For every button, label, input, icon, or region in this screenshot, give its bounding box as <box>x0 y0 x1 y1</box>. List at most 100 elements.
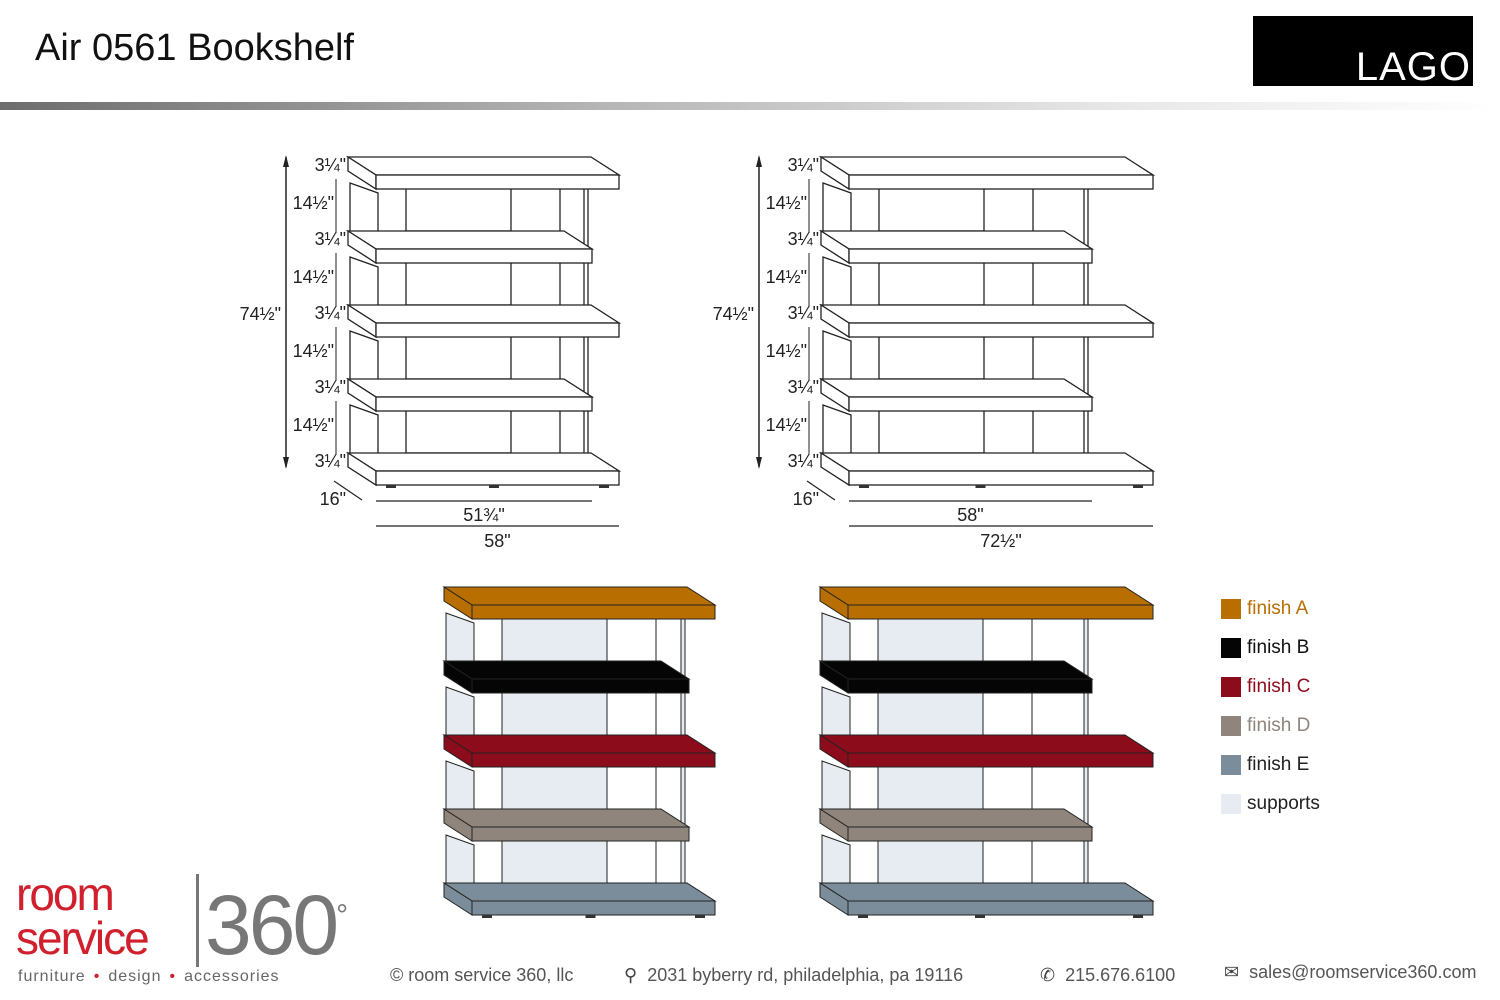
address-text: 2031 byberry rd, philadelphia, pa 19116 <box>647 965 964 985</box>
shelf-top <box>345 378 595 398</box>
legend-item: finish B <box>1221 628 1320 667</box>
legend-swatch <box>1221 676 1241 697</box>
right-support <box>1083 332 1089 398</box>
phone-text: 215.676.6100 <box>1065 965 1176 985</box>
dimension-label: 14½" <box>766 267 807 287</box>
right-support <box>583 184 589 250</box>
shelf-front <box>848 248 1093 264</box>
dimension-label: 3¼" <box>315 451 346 471</box>
shelf-front <box>375 396 593 412</box>
shelf-top <box>442 734 717 754</box>
dimension-label: 3¼" <box>315 155 346 175</box>
legend-label: finish B <box>1247 636 1310 658</box>
dimension-label: 14½" <box>293 267 334 287</box>
right-support <box>1083 614 1089 680</box>
address: ⚲2031 byberry rd, philadelphia, pa 19116 <box>624 965 963 986</box>
dimension-label: 74½" <box>240 304 281 324</box>
dimension-label: 16" <box>793 489 819 509</box>
shelf-foot <box>482 915 492 918</box>
shelf-top <box>345 230 595 250</box>
tagline-accessories: accessories <box>184 968 280 985</box>
phone-icon: ✆ <box>1040 965 1056 985</box>
shelf-top <box>345 452 622 472</box>
lago-logo-text: LAGO <box>1355 45 1471 89</box>
page-title: Air 0561 Bookshelf <box>35 27 354 69</box>
right-support <box>680 762 686 828</box>
logo-room: room <box>16 868 115 920</box>
tagline-furniture: furniture <box>18 968 86 985</box>
legend-swatch <box>1221 793 1241 814</box>
shelf-top <box>345 304 622 324</box>
shelf-top <box>818 156 1156 176</box>
dimension-label: 74½" <box>713 304 754 324</box>
shelf-front <box>471 900 716 916</box>
logo-360: 360° <box>196 874 348 967</box>
shelf-foot <box>489 485 499 488</box>
email-link[interactable]: sales@roomservice360.com <box>1249 962 1477 982</box>
arrow-head <box>756 155 762 167</box>
depth-dimension-line <box>333 480 363 501</box>
logo-service: service <box>16 912 150 964</box>
shelf-foot <box>975 915 985 918</box>
tagline: furniture•design•accessories <box>18 968 280 985</box>
shelf-top <box>442 586 717 606</box>
dimension-label: 14½" <box>766 415 807 435</box>
right-support <box>583 332 589 398</box>
shelf-top <box>818 808 1094 828</box>
legend-label: finish D <box>1247 714 1311 736</box>
dimension-label: 51¾" <box>463 505 504 525</box>
legend-item: supports <box>1221 784 1320 823</box>
shelf-front <box>471 604 716 620</box>
shelf-front <box>848 174 1154 190</box>
right-support <box>1083 762 1089 828</box>
dimension-label: 14½" <box>766 341 807 361</box>
shelf-foot <box>585 915 596 918</box>
dimension-label: 14½" <box>766 193 807 213</box>
shelf-foot <box>1133 485 1143 488</box>
dimension-label: 14½" <box>293 341 334 361</box>
shelf-foot <box>1133 915 1143 918</box>
dimension-label: 14½" <box>293 193 334 213</box>
shelf-foot <box>386 485 396 488</box>
arrow-head <box>283 457 289 469</box>
shelf-foot <box>599 485 609 488</box>
shelf-front <box>375 322 620 338</box>
shelf-front <box>375 174 620 190</box>
legend-item: finish C <box>1221 667 1320 706</box>
legend-label: finish C <box>1247 675 1311 697</box>
shelf-front <box>847 826 1093 842</box>
email[interactable]: ✉sales@roomservice360.com <box>1224 962 1476 983</box>
right-support <box>680 614 686 680</box>
room-service-360-logo: room service 360° <box>16 868 348 967</box>
copyright: © room service 360, llc <box>390 965 574 985</box>
shelf-front <box>847 900 1154 916</box>
shelf-front <box>471 752 716 768</box>
header-gradient-bar <box>0 102 1500 110</box>
dimension-label: 58" <box>957 505 983 525</box>
shelf-top <box>442 660 691 680</box>
arrow-head <box>756 457 762 469</box>
tagline-design: design <box>108 968 162 985</box>
shelf-top <box>818 230 1095 250</box>
legend-item: finish E <box>1221 745 1320 784</box>
dimension-label: 3¼" <box>788 303 819 323</box>
shelf-front <box>847 678 1093 694</box>
shelf-front <box>847 752 1154 768</box>
dimension-label: 3¼" <box>788 377 819 397</box>
logo-number: 360 <box>205 878 339 972</box>
shelf-front <box>375 470 620 486</box>
shelf-front <box>848 396 1093 412</box>
legend-swatch <box>1221 637 1241 658</box>
phone[interactable]: ✆ 215.676.6100 <box>1040 965 1175 986</box>
dimension-label: 3¼" <box>788 155 819 175</box>
shelf-front <box>848 322 1154 338</box>
right-support <box>1083 184 1089 250</box>
shelf-top <box>818 378 1095 398</box>
shelf-top <box>818 452 1156 472</box>
shelf-top <box>818 882 1155 902</box>
shelf-front <box>471 678 690 694</box>
dimension-label: 3¼" <box>315 377 346 397</box>
dimension-label: 3¼" <box>788 229 819 249</box>
shelf-foot <box>975 485 986 488</box>
